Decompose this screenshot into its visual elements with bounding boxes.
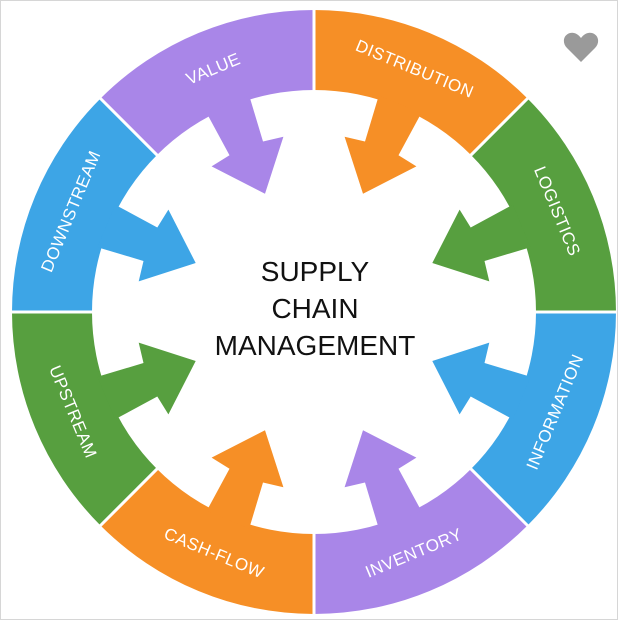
segment-divider: [468, 95, 531, 158]
arrow-upstream-icon: [97, 342, 196, 420]
center-title-line-1: SUPPLY: [260, 256, 370, 287]
segment-downstream: DOWNSTREAM: [12, 98, 196, 312]
segment-inventory: INVENTORY: [314, 430, 528, 614]
arrow-value-icon: [206, 95, 284, 194]
arrow-cash-flow-icon: [206, 430, 284, 529]
segment-value: VALUE: [100, 10, 314, 194]
center-title: SUPPLY CHAIN MANAGEMENT: [165, 253, 465, 364]
segment-logistics: LOGISTICS: [432, 98, 616, 312]
ring-band-upstream: [12, 312, 157, 526]
center-title-line-2: CHAIN: [271, 293, 359, 324]
ring-band-information: [471, 312, 616, 526]
ring-band-cash-flow: [100, 469, 314, 614]
arrow-information-icon: [432, 342, 531, 420]
arrow-downstream-icon: [97, 204, 196, 282]
ring-band-downstream: [12, 98, 157, 312]
ring-band-inventory: [314, 469, 528, 614]
ring-band-distribution: [314, 10, 528, 155]
ring-band-logistics: [471, 98, 616, 312]
arrow-logistics-icon: [432, 204, 531, 282]
arrow-inventory-icon: [344, 430, 422, 529]
center-title-line-3: MANAGEMENT: [214, 330, 416, 361]
segment-divider: [468, 466, 531, 529]
segment-distribution: DISTRIBUTION: [314, 10, 528, 194]
segment-cash-flow: CASH-FLOW: [100, 430, 314, 614]
segment-information: INFORMATION: [432, 312, 616, 526]
arrow-distribution-icon: [344, 95, 422, 194]
segment-divider: [97, 95, 160, 158]
heart-icon[interactable]: [563, 31, 599, 63]
segment-upstream: UPSTREAM: [12, 312, 196, 526]
segment-divider: [97, 466, 160, 529]
ring-band-value: [100, 10, 314, 155]
